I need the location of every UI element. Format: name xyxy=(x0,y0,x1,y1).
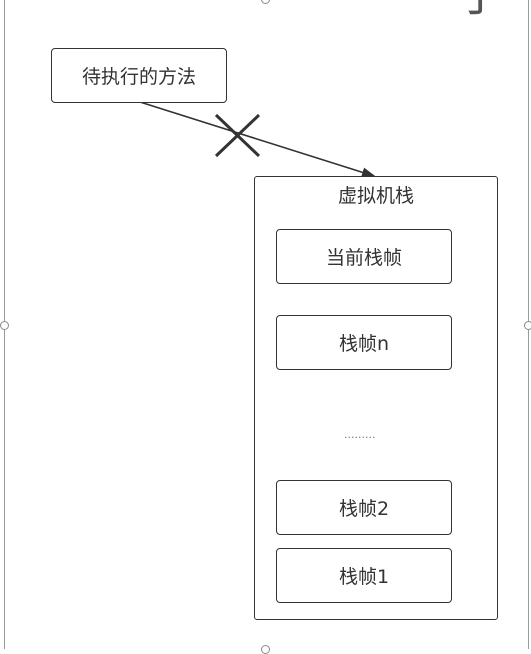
resize-handle-left[interactable] xyxy=(0,321,9,330)
pending-method-label: 待执行的方法 xyxy=(81,66,196,88)
frames-ellipsis: ......... xyxy=(344,428,376,441)
corner-glyph: 子 xyxy=(456,0,504,18)
frame-n-box[interactable]: 栈帧n xyxy=(276,315,452,370)
frame-label: 栈帧n xyxy=(338,333,390,355)
vm-stack-title: 虚拟机栈 xyxy=(337,185,414,207)
frame-label: 栈帧2 xyxy=(338,498,390,520)
frame-label: 栈帧1 xyxy=(338,566,390,588)
frame-label: 当前栈帧 xyxy=(325,247,402,269)
resize-handle-right[interactable] xyxy=(524,321,531,330)
pending-method-box[interactable]: 待执行的方法 xyxy=(51,48,227,103)
blocked-cross-icon xyxy=(214,113,261,158)
frame-2-box[interactable]: 栈帧2 xyxy=(276,480,452,535)
frame-1-box[interactable]: 栈帧1 xyxy=(276,548,452,603)
current-frame-box[interactable]: 当前栈帧 xyxy=(276,229,452,284)
call-arrow xyxy=(139,101,376,178)
